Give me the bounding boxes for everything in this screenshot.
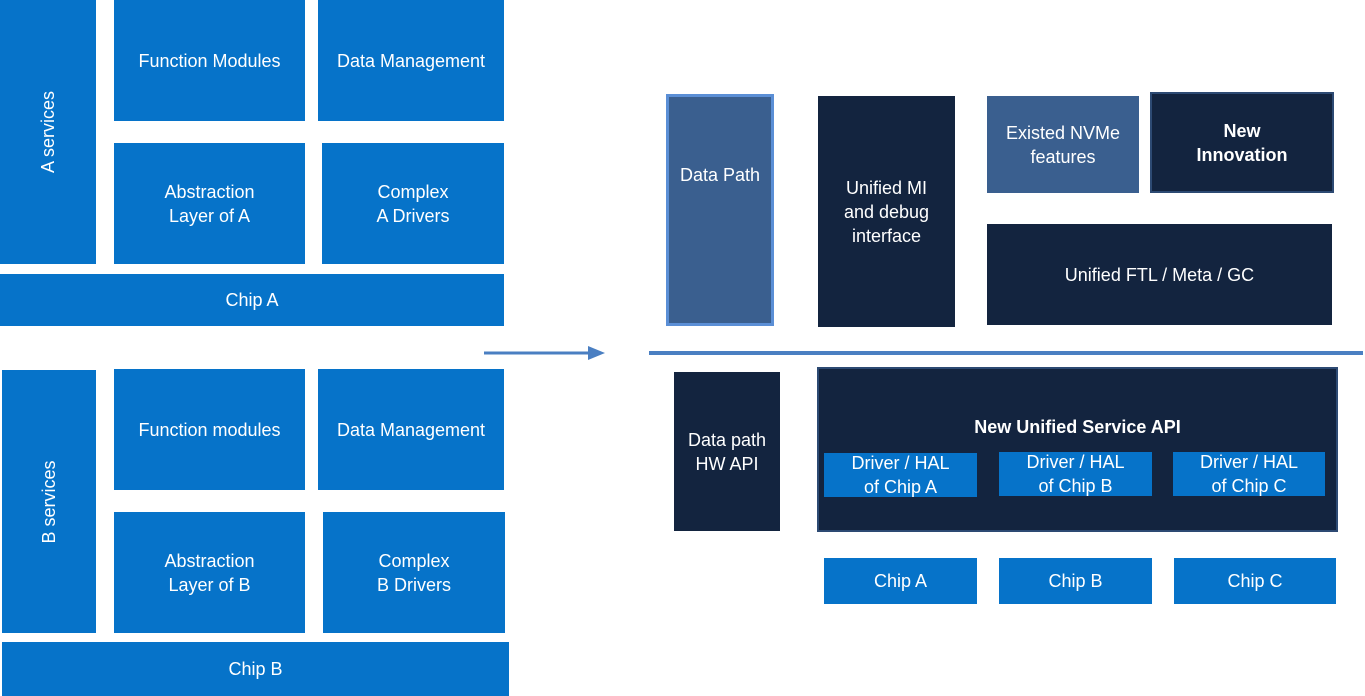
driver-hal-chip-b-block: Driver / HAL of Chip B — [999, 452, 1152, 496]
existed-nvme-block: Existed NVMe features — [987, 96, 1139, 193]
new-unified-service-api-block: New Unified Service API — [817, 367, 1338, 532]
b-data-management-block: Data Management — [318, 369, 504, 490]
b-services-label: B services — [39, 459, 59, 544]
data-path-hw-api-block: Data path HW API — [674, 372, 780, 531]
a-function-modules-block: Function Modules — [114, 0, 305, 121]
data-path-block: Data Path — [666, 94, 774, 326]
a-services-block: A services — [0, 0, 96, 264]
b-complex-drivers-block: Complex B Drivers — [323, 512, 505, 633]
layer-divider-line — [649, 351, 1363, 355]
b-services-block: B services — [2, 370, 96, 633]
driver-hal-chip-c-block: Driver / HAL of Chip C — [1173, 452, 1325, 496]
chip-a-block: Chip A — [0, 274, 504, 326]
a-services-label: A services — [38, 90, 58, 174]
a-complex-drivers-block: Complex A Drivers — [322, 143, 504, 264]
new-innovation-block: New Innovation — [1150, 92, 1334, 193]
unified-mi-block: Unified MI and debug interface — [818, 96, 955, 327]
unified-ftl-block: Unified FTL / Meta / GC — [987, 224, 1332, 325]
b-abstraction-layer-block: Abstraction Layer of B — [114, 512, 305, 633]
driver-hal-chip-a-block: Driver / HAL of Chip A — [824, 453, 977, 497]
a-abstraction-layer-block: Abstraction Layer of A — [114, 143, 305, 264]
unified-chip-b-block: Chip B — [999, 558, 1152, 604]
chip-b-block: Chip B — [2, 642, 509, 696]
unified-chip-a-block: Chip A — [824, 558, 977, 604]
unified-chip-c-block: Chip C — [1174, 558, 1336, 604]
b-function-modules-block: Function modules — [114, 369, 305, 490]
a-data-management-block: Data Management — [318, 0, 504, 121]
service-api-title: New Unified Service API — [974, 417, 1181, 437]
transition-arrow-icon — [484, 346, 605, 360]
